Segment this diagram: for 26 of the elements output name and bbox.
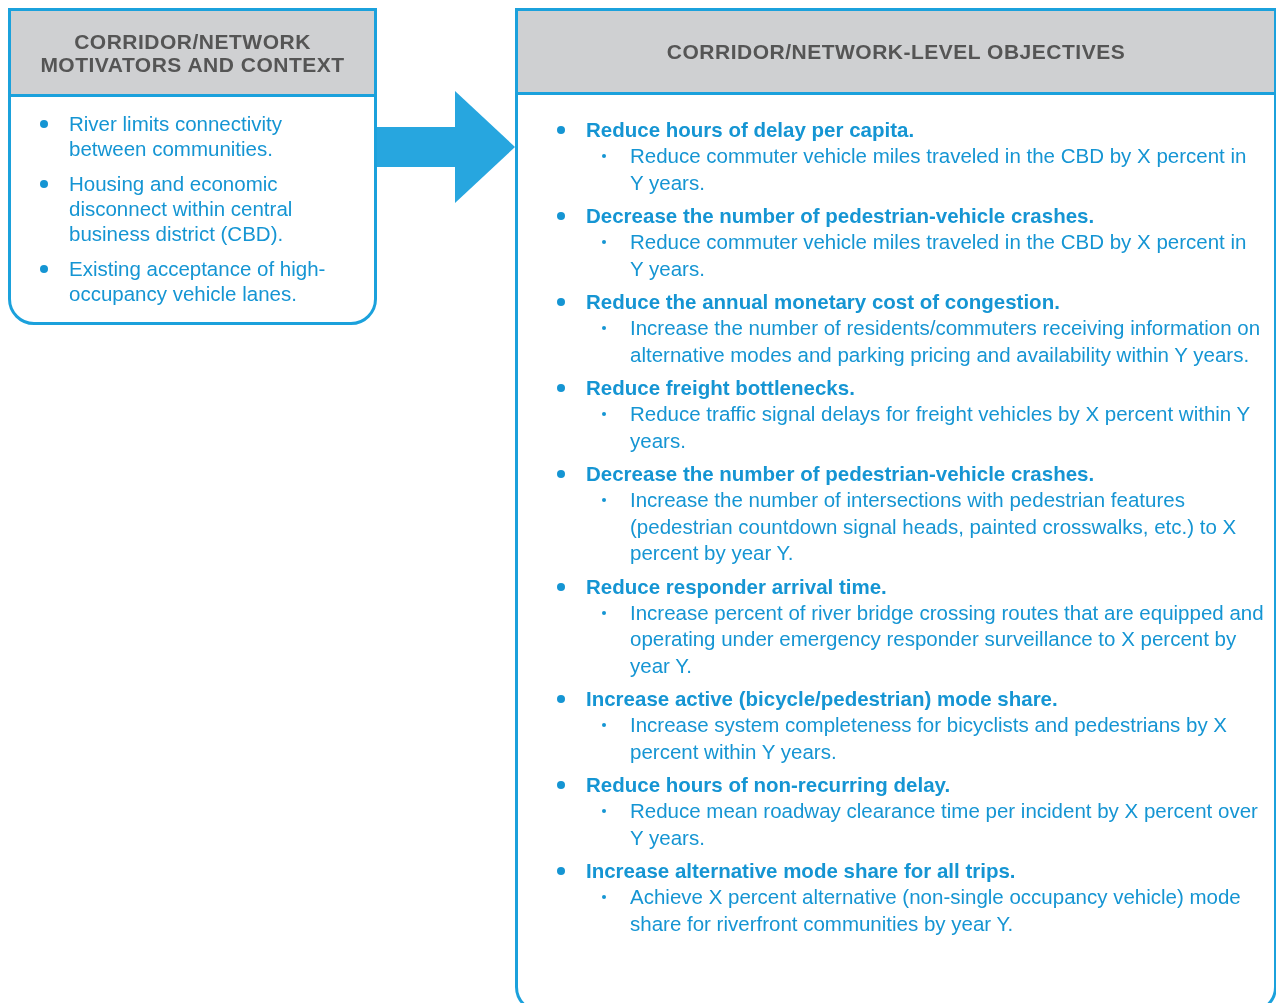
- objective-target: Increase percent of river bridge crossing routes that are equipped and operating under emergency responder surveillance to X percent by year Y.: [630, 600, 1264, 677]
- context-bullet-text: River limits connectivity between communities.: [69, 112, 283, 160]
- context-bullet-text: Housing and economic disconnect within central business district (CBD).: [69, 172, 293, 245]
- context-bullet-text: Existing acceptance of high-occupancy vehicle lanes.: [69, 257, 326, 305]
- objective-heading: Reduce hours of non-recurring delay.: [586, 773, 951, 796]
- objective-target: Reduce commuter vehicle miles traveled in the CBD by X percent in Y years.: [630, 230, 1247, 280]
- panel-heading: CORRIDOR/NETWORK MOTIVATORS AND CONTEXT: [11, 11, 374, 97]
- block-arrow: [377, 91, 515, 203]
- objective-heading: Reduce the annual monetary cost of congestion.: [586, 290, 1060, 313]
- objective-target: Reduce mean roadway clearance time per incident by X percent over Y years.: [630, 799, 1258, 849]
- objective-heading: Reduce responder arrival time.: [586, 574, 887, 598]
- objective-target: Increase the number of intersections with pedestrian features (pedestrian countdown signal heads, painted crosswalks, etc.) to X percent by year Y.: [630, 488, 1237, 564]
- objective-heading: Increase active (bicycle/pedestrian) mode share.: [586, 687, 1058, 710]
- objective-heading: Decrease the number of pedestrian-vehicle crashes.: [586, 462, 1095, 485]
- objective-heading: Reduce hours of delay per capita.: [586, 118, 915, 141]
- objective-heading: Increase alternative mode share for all trips.: [586, 859, 1016, 882]
- objective-target: Increase the number of residents/commuters receiving information on alternative modes and parking pricing and availability within Y years.: [630, 316, 1261, 366]
- panel-box: [8, 8, 377, 325]
- panel-heading: CORRIDOR/NETWORK-LEVEL OBJECTIVES: [518, 11, 1274, 95]
- objective-target: Achieve X percent alternative (non-single occupancy vehicle) mode share for riverfront communities by year Y.: [630, 885, 1241, 935]
- objective-heading: Decrease the number of pedestrian-vehicle crashes.: [586, 204, 1095, 227]
- objective-target: Increase system completeness for bicyclists and pedestrians by X percent within Y years.: [630, 713, 1228, 763]
- objective-target: Reduce traffic signal delays for freight vehicles by X percent within Y years.: [630, 402, 1250, 452]
- panel-box: [515, 8, 1276, 1003]
- objective-heading: Reduce freight bottlenecks.: [586, 376, 855, 399]
- objective-target: Reduce commuter vehicle miles traveled in the CBD by X percent in Y years.: [630, 144, 1247, 194]
